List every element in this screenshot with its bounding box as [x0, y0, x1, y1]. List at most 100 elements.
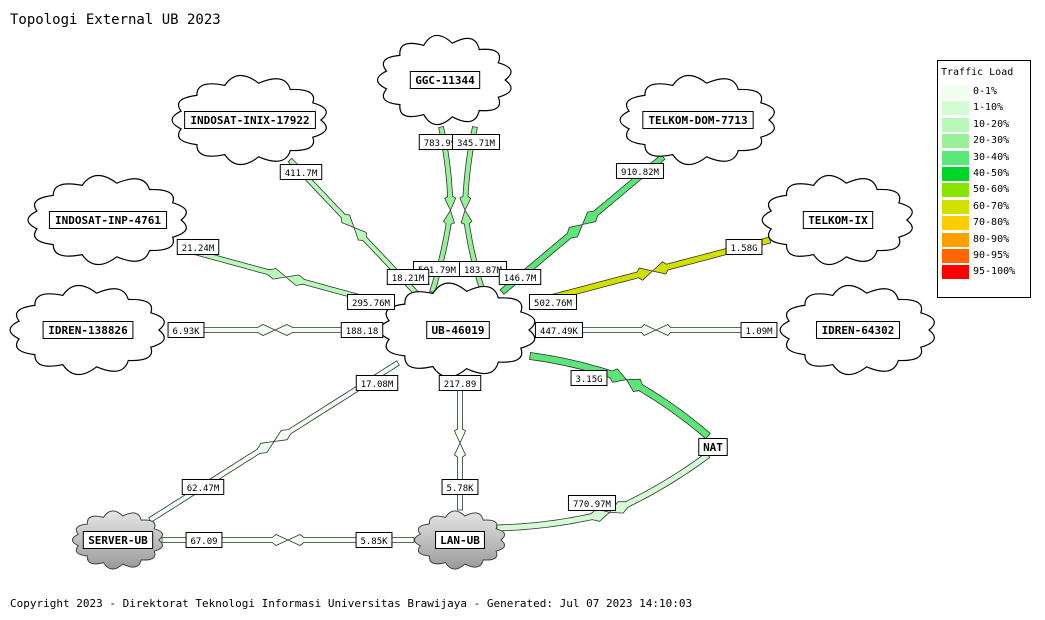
link-value-label: 770.97M — [567, 495, 617, 511]
svg-text:1.58G: 1.58G — [730, 244, 757, 254]
link-value-label: 5.85K — [355, 532, 393, 548]
link-value-label: 67.09 — [185, 532, 223, 548]
svg-text:345.71M: 345.71M — [457, 139, 496, 149]
link-idren2-out — [655, 324, 773, 336]
svg-text:NAT: NAT — [703, 441, 723, 454]
link-value-label: 1.09M — [740, 322, 778, 338]
link-lan-ub-in — [453, 375, 467, 444]
svg-text:IDREN-138826: IDREN-138826 — [48, 324, 128, 337]
svg-text:TELKOM-DOM-7713: TELKOM-DOM-7713 — [648, 114, 747, 127]
svg-text:UB-46019: UB-46019 — [432, 324, 485, 337]
svg-text:501.79M: 501.79M — [418, 266, 457, 276]
svg-text:502.76M: 502.76M — [534, 299, 573, 309]
svg-text:910.82M: 910.82M — [621, 168, 660, 178]
svg-text:770.97M: 770.97M — [573, 500, 612, 510]
node-label-telkomix: TELKOM-IX — [802, 211, 874, 229]
svg-text:411.7M: 411.7M — [285, 169, 318, 179]
node-label-nat: NAT — [698, 438, 728, 456]
legend-item: 10-20% — [942, 117, 1028, 132]
svg-text:146.7M: 146.7M — [504, 274, 537, 284]
link-value-label: 345.71M — [451, 134, 501, 150]
node-label-lan: LAN-UB — [435, 531, 485, 549]
svg-text:5.85K: 5.85K — [360, 537, 388, 547]
link-value-label: 62.47M — [181, 479, 225, 495]
legend-swatch — [942, 167, 969, 181]
legend-swatch — [942, 199, 969, 214]
legend-label: 90-95% — [973, 250, 1010, 261]
legend-item: 80-90% — [942, 232, 1028, 247]
legend-swatch — [942, 134, 969, 149]
node-label-ggc: GGC-11344 — [409, 71, 481, 89]
link-lan-nat-out — [496, 508, 611, 532]
legend-item: 60-70% — [942, 199, 1028, 214]
link-value-label: 18.21M — [386, 269, 430, 285]
link-value-label: 217.89 — [438, 375, 482, 391]
legend-item: 90-95% — [942, 249, 1028, 263]
legend-item: 50-60% — [942, 183, 1028, 198]
legend-swatch — [942, 216, 969, 231]
legend-item: 1-10% — [942, 101, 1028, 116]
node-label-inp: INDOSAT-INP-4761 — [48, 211, 168, 229]
svg-text:21.24M: 21.24M — [182, 244, 215, 254]
link-nat-in — [625, 378, 711, 440]
legend-title: Traffic Load — [941, 67, 1014, 78]
footer-text: Copyright 2023 - Direktorat Teknologi In… — [10, 597, 693, 610]
legend-swatch — [942, 265, 969, 280]
link-value-label: 1.58G — [725, 239, 763, 255]
svg-text:1.09M: 1.09M — [745, 327, 773, 337]
svg-text:INDOSAT-INIX-17922: INDOSAT-INIX-17922 — [190, 114, 309, 127]
svg-text:5.78K: 5.78K — [446, 484, 474, 494]
svg-text:295.76M: 295.76M — [352, 299, 391, 309]
legend-label: 95-100% — [973, 266, 1016, 278]
svg-text:INDOSAT-INP-4761: INDOSAT-INP-4761 — [55, 214, 161, 227]
node-label-telkomdom: TELKOM-DOM-7713 — [642, 111, 754, 129]
link-value-label: 502.76M — [528, 294, 578, 310]
link-value-label: 6.93K — [167, 322, 205, 338]
link-lan-nat-in — [608, 452, 711, 514]
svg-text:18.21M: 18.21M — [392, 274, 425, 284]
legend-swatch — [942, 150, 969, 165]
legend-label: 50-60% — [973, 184, 1010, 196]
node-label-inix: INDOSAT-INIX-17922 — [184, 111, 316, 129]
link-server-lan-in — [287, 534, 415, 546]
legend-label: 40-50% — [973, 168, 1010, 179]
legend-item: 30-40% — [942, 150, 1028, 165]
legend-label: 60-70% — [973, 200, 1010, 212]
link-value-label: 5.78K — [441, 479, 479, 495]
legend-item: 20-30% — [942, 134, 1028, 149]
link-lan-ub-out — [453, 442, 467, 511]
legend-item: 70-80% — [942, 216, 1028, 231]
link-server-lan-out — [161, 534, 289, 546]
link-inix-in — [353, 226, 421, 298]
legend-swatch — [942, 249, 969, 263]
legend-label: 10-20% — [973, 118, 1010, 130]
link-ggc-b-in — [460, 209, 486, 294]
link-value-label: 188.18 — [340, 322, 384, 338]
node-label-idren2: IDREN-64302 — [815, 321, 901, 339]
link-value-label: 21.24M — [176, 239, 220, 255]
svg-text:447.49K: 447.49K — [540, 327, 579, 337]
svg-text:67.09: 67.09 — [190, 537, 217, 547]
svg-text:217.89: 217.89 — [444, 380, 477, 390]
legend-label: 80-90% — [973, 233, 1010, 245]
svg-text:6.93K: 6.93K — [172, 327, 200, 337]
svg-text:IDREN-64302: IDREN-64302 — [822, 324, 895, 337]
legend-label: 70-80% — [973, 217, 1010, 229]
page-title: Topologi External UB 2023 — [10, 12, 221, 28]
legend-label: 1-10% — [973, 102, 1004, 114]
link-ggc-a-in — [429, 209, 455, 294]
link-value-label: 447.49K — [534, 322, 584, 338]
svg-text:TELKOM-IX: TELKOM-IX — [808, 214, 868, 227]
link-value-label: 910.82M — [615, 163, 665, 179]
svg-text:188.18: 188.18 — [346, 327, 379, 337]
svg-text:783.99: 783.99 — [424, 139, 457, 149]
legend-item: 0-1% — [942, 85, 1028, 99]
link-server-ub-in — [273, 360, 400, 443]
link-value-label: 17.08M — [355, 375, 399, 391]
svg-text:LAN-UB: LAN-UB — [440, 534, 480, 547]
legend-label: 20-30% — [973, 135, 1010, 147]
legend-swatch — [942, 85, 969, 99]
legend-label: 30-40% — [973, 151, 1010, 163]
link-value-label: 3.15G — [570, 370, 608, 386]
